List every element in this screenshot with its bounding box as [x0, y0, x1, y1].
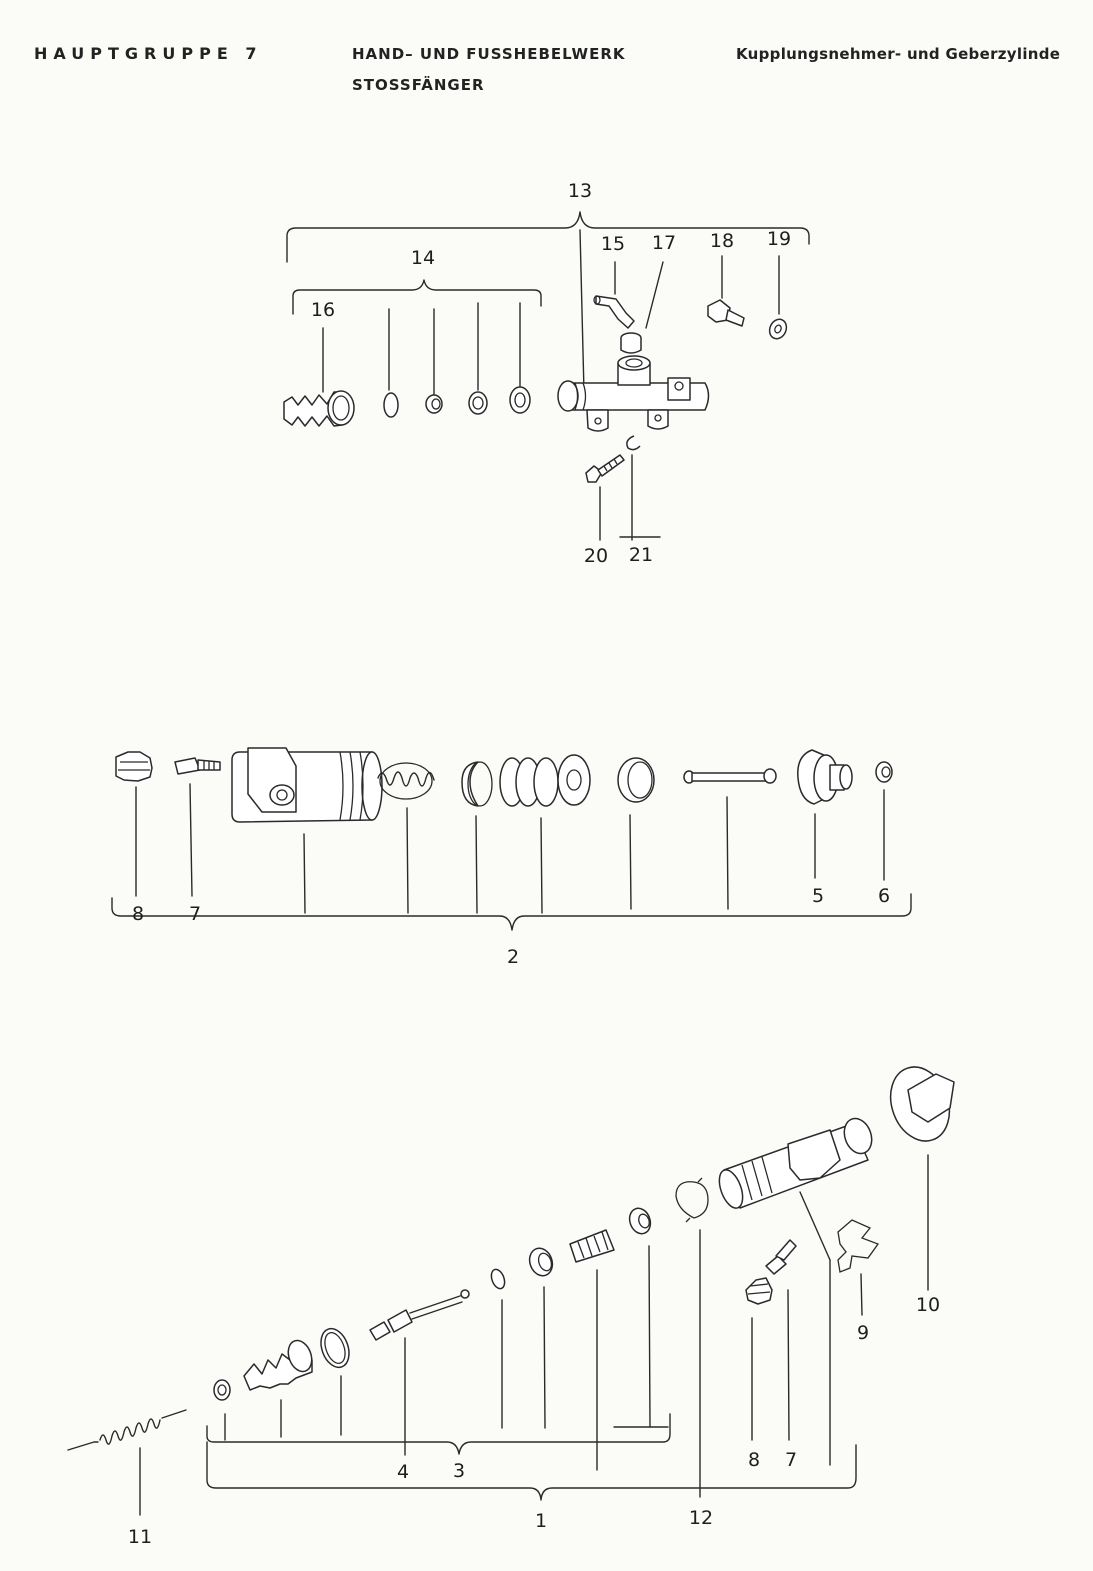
callout-label-17: 17 — [652, 232, 676, 254]
spring-seat-part — [509, 302, 531, 414]
callout-label-6: 6 — [878, 885, 890, 907]
o-ring-part-bottom — [320, 1327, 350, 1436]
clutch-master-cylinder-body — [718, 1117, 873, 1466]
push-rod-part-4 — [369, 1289, 470, 1456]
elbow-fitting-part-15 — [593, 261, 635, 329]
kit-14-bracket — [292, 279, 542, 315]
spring-part-11 — [67, 1409, 187, 1516]
reservoir-cap-part-10 — [889, 1066, 955, 1291]
callout-label-21: 21 — [629, 544, 653, 566]
boot-part-8-middle — [115, 751, 153, 897]
cup-seal-part-bottom — [490, 1268, 506, 1429]
piston-part-bottom — [613, 1207, 669, 1428]
spring-washer-part-21 — [619, 435, 661, 541]
section-title-line2: STOSSFÄNGER — [352, 76, 485, 94]
page-subtitle: Kupplungsnehmer- und Geberzylinde — [736, 45, 1061, 63]
dust-boot-part-16 — [283, 327, 355, 427]
spring-part-bottom — [569, 1229, 615, 1471]
fork-end-part-5 — [797, 749, 853, 879]
callout-label-8-middle: 8 — [132, 903, 144, 925]
assembly-13-bracket — [286, 211, 810, 393]
callout-label-4: 4 — [397, 1461, 409, 1483]
callout-label-8-bottom: 8 — [748, 1449, 760, 1471]
bleeder-valve-part-7-bottom — [765, 1239, 797, 1441]
callout-label-7-bottom: 7 — [785, 1449, 797, 1471]
retaining-cup-part — [617, 757, 655, 910]
boot-part-8-bottom — [745, 1277, 773, 1441]
callout-label-7-middle: 7 — [189, 903, 201, 925]
master-cylinder-body — [557, 355, 710, 432]
bleeder-valve-part-7-middle — [174, 757, 221, 897]
small-ring-part-bottom — [213, 1379, 231, 1441]
callout-label-2: 2 — [507, 946, 519, 968]
callout-label-12: 12 — [689, 1507, 713, 1529]
snap-ring-part — [383, 308, 399, 418]
callout-label-9: 9 — [857, 1322, 869, 1344]
callout-label-16: 16 — [311, 299, 335, 321]
piston-part-middle — [499, 754, 591, 914]
callout-label-5: 5 — [812, 885, 824, 907]
assembly-1-bracket — [206, 1441, 857, 1501]
dust-boot-part-bottom — [243, 1339, 313, 1438]
piston-seal-part — [461, 761, 493, 914]
callout-label-15: 15 — [601, 233, 625, 255]
cup-seal-part — [468, 302, 488, 415]
callout-label-11: 11 — [128, 1526, 152, 1548]
circlip-part-12 — [675, 1177, 709, 1498]
piston-part — [425, 308, 443, 414]
sealing-washer-part-19 — [768, 255, 788, 340]
retaining-clip-part-9 — [837, 1219, 880, 1316]
washer-part-bottom — [528, 1247, 554, 1429]
grommet-part-17 — [620, 261, 664, 354]
callout-label-13: 13 — [568, 180, 592, 202]
callout-label-19: 19 — [767, 228, 791, 250]
callout-label-1: 1 — [535, 1510, 547, 1532]
push-rod-part — [683, 768, 777, 910]
callout-label-10: 10 — [916, 1294, 940, 1316]
screw-part-20 — [585, 454, 625, 541]
slave-cylinder-body — [231, 747, 383, 914]
main-group-heading: HAUPTGRUPPE 7 — [34, 44, 263, 63]
banjo-bolt-part-18 — [707, 255, 745, 327]
callout-label-20: 20 — [584, 545, 608, 567]
callout-label-18: 18 — [710, 230, 734, 252]
lock-nut-part-6 — [875, 761, 893, 881]
assembly-2-bracket — [111, 893, 912, 931]
return-spring-part — [377, 762, 435, 914]
callout-label-3: 3 — [453, 1460, 465, 1482]
callout-label-14: 14 — [411, 247, 435, 269]
kit-3-bracket — [206, 1413, 671, 1455]
section-title-line1: HAND– UND FUSSHEBELWERK — [352, 45, 626, 63]
